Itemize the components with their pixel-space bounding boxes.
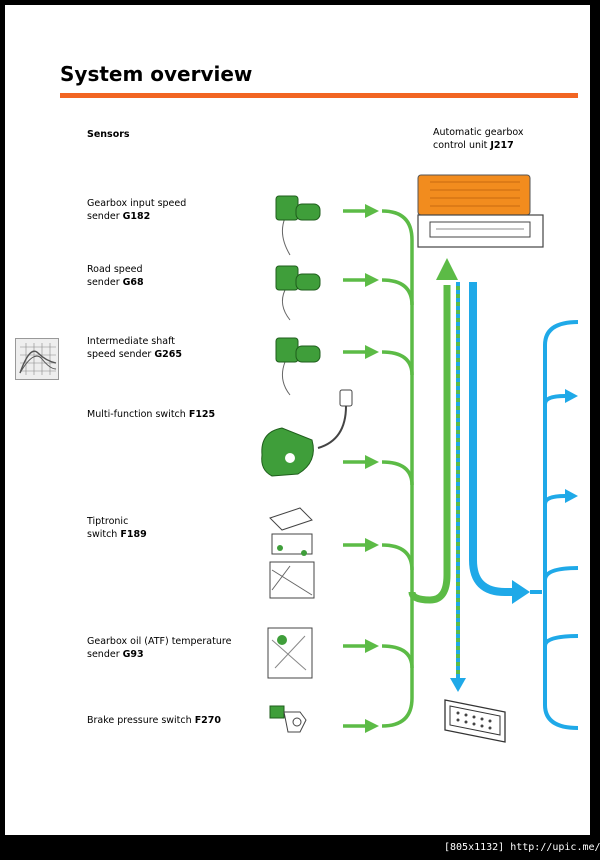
sensor-code: G182 — [122, 211, 151, 222]
sensor-label-f270: Brake pressure switch F270 — [87, 714, 221, 727]
diagnostic-connector-icon — [444, 699, 506, 743]
sensor-label-line2: Brake pressure switch — [87, 715, 195, 726]
multi-function-switch-icon — [261, 389, 353, 477]
speed-sensor-g265-icon — [275, 337, 321, 396]
sensor-code: F189 — [120, 529, 147, 540]
image-host-watermark: [805x1132] http://upic.me/ — [444, 842, 600, 853]
sensor-label-f125: Multi-function switch F125 — [87, 408, 215, 421]
actuator-trunk — [469, 282, 515, 596]
sensor-label-line1: Road speed — [87, 264, 143, 275]
sensor-label-line2: switch — [87, 529, 121, 540]
control-unit-label-line1: Automatic gearbox — [433, 127, 524, 138]
sensor-label-line1: Gearbox oil (ATF) temperature — [87, 636, 232, 647]
sensor-bus-line — [381, 209, 414, 728]
sensor-label-g265: Intermediate shaft speed sender G265 — [87, 335, 182, 361]
trunk-arrowhead — [436, 258, 458, 280]
sensor-signal-arrows — [343, 204, 379, 733]
brake-pressure-switch-icon — [269, 705, 307, 733]
sensor-code: F270 — [194, 715, 222, 726]
actuator-arrowheads — [565, 389, 578, 503]
sensor-label-g93: Gearbox oil (ATF) temperature sender G93 — [87, 635, 231, 661]
sensor-label-line2: sender — [87, 649, 123, 660]
control-unit-code: J217 — [490, 140, 514, 151]
sensor-label-line2: sender — [87, 277, 123, 288]
sensor-label-g182: Gearbox input speed sender G182 — [87, 197, 186, 223]
control-unit-label-line2: control unit — [433, 140, 491, 151]
sensor-code: G93 — [122, 649, 144, 660]
chart-thumbnail-icon — [15, 338, 59, 380]
actuator-bus-line — [530, 320, 579, 730]
sensor-code: G68 — [122, 277, 144, 288]
sensor-code: F125 — [188, 409, 216, 420]
tiptronic-switch-icon — [269, 507, 315, 599]
sensors-heading: Sensors — [87, 129, 130, 140]
document-page: System overview Sensors Automatic gearbo… — [5, 5, 590, 835]
atf-temperature-sender-icon — [267, 627, 313, 679]
sensor-label-line2: speed sender — [87, 349, 155, 360]
control-unit-icon — [417, 174, 544, 248]
sensor-label-line2: Multi-function switch — [87, 409, 189, 420]
title-rule — [60, 93, 578, 98]
speed-sensor-g182-icon — [275, 195, 321, 256]
sensor-label-line1: Intermediate shaft — [87, 336, 176, 347]
page-title: System overview — [60, 62, 253, 86]
sensor-label-line1: Tiptronic — [87, 516, 129, 527]
sensor-label-f189: Tiptronic switch F189 — [87, 515, 147, 541]
control-unit-label: Automatic gearbox control unit J217 — [433, 126, 524, 152]
sensor-label-line1: Gearbox input speed — [87, 198, 187, 209]
speed-sensor-g68-icon — [275, 265, 321, 321]
diagnostic-line — [450, 282, 466, 692]
actuator-trunk-arrowhead — [512, 580, 530, 604]
sensor-label-g68: Road speed sender G68 — [87, 263, 144, 289]
sensor-label-line2: sender — [87, 211, 123, 222]
sensor-code: G265 — [154, 349, 182, 360]
trunk-to-control-unit — [408, 285, 451, 604]
